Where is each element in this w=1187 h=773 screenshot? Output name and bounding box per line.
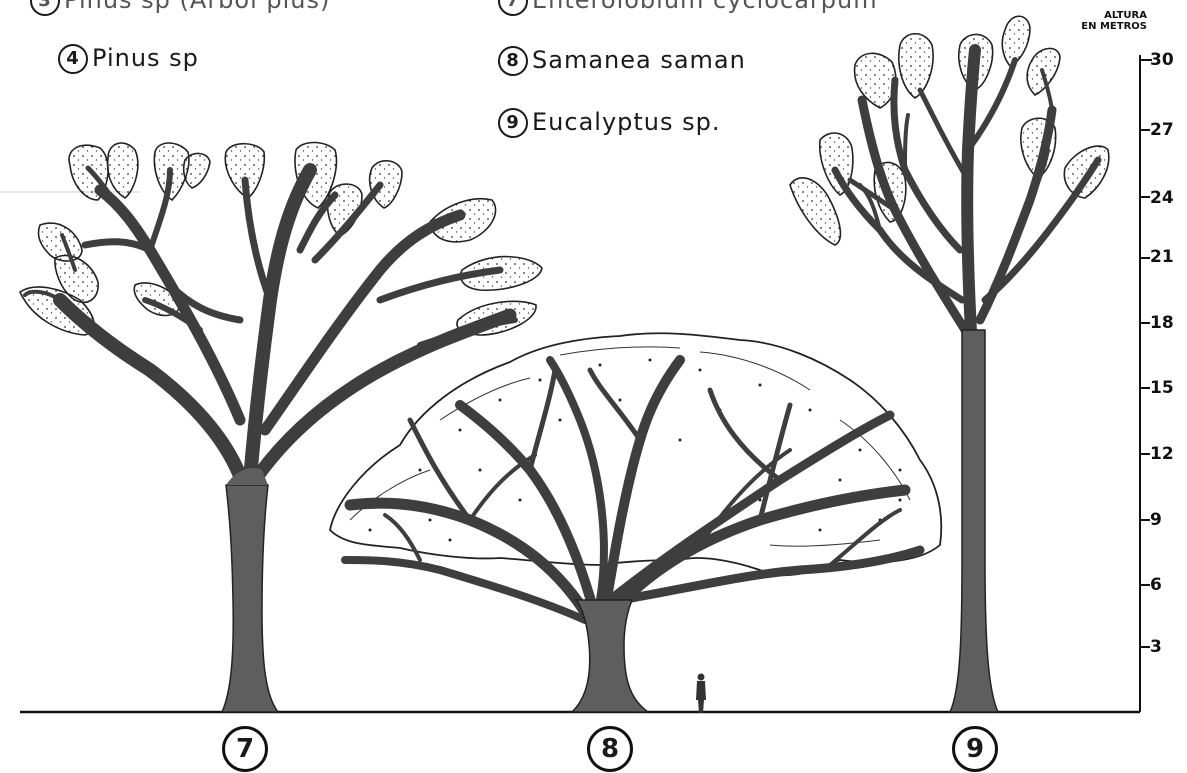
person-scale-figure xyxy=(696,674,706,714)
tree-8-samanea xyxy=(330,333,941,713)
tree-9-eucalyptus xyxy=(790,16,1109,712)
tree-label-8: 8 xyxy=(587,726,633,772)
tree-label-7: 7 xyxy=(222,726,268,772)
height-axis xyxy=(1140,55,1152,712)
tree-9-trunk xyxy=(950,330,998,712)
tree-8-trunk xyxy=(572,600,648,712)
tree-label-9: 9 xyxy=(952,726,998,772)
tree-7-trunk xyxy=(222,485,278,712)
